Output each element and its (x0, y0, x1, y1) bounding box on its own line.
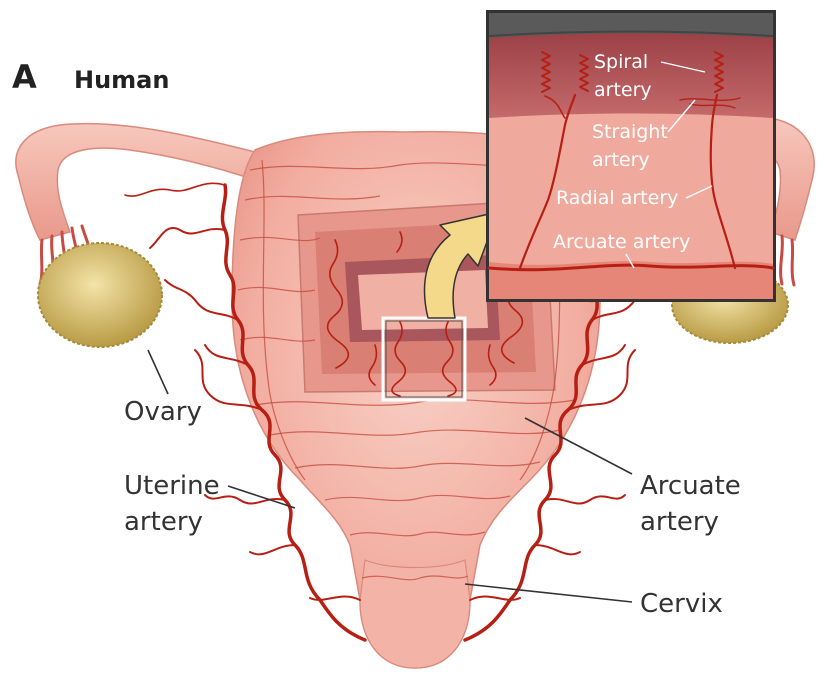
label-ovary: Ovary (124, 397, 202, 427)
label-arcuate-artery-line1: Arcuate (640, 471, 741, 501)
label-arcuate-artery-line2: artery (640, 507, 719, 537)
inset-label-straight-2: artery (592, 149, 650, 171)
left-fallopian-tube (16, 124, 255, 240)
label-uterine-artery-line1: Uterine (124, 471, 220, 501)
panel-letter: A (12, 58, 37, 96)
label-uterine-artery-line2: artery (124, 507, 203, 537)
panel-title: Human (74, 66, 169, 94)
inset-label-radial: Radial artery (556, 187, 678, 209)
inset-label-straight-1: Straight (592, 121, 668, 143)
inset-label-spiral-1: Spiral (594, 51, 648, 73)
left-ovary (38, 243, 162, 347)
inset-label-spiral-2: artery (594, 79, 652, 101)
label-cervix: Cervix (640, 589, 723, 619)
inset-label-arcuate: Arcuate artery (553, 231, 690, 253)
